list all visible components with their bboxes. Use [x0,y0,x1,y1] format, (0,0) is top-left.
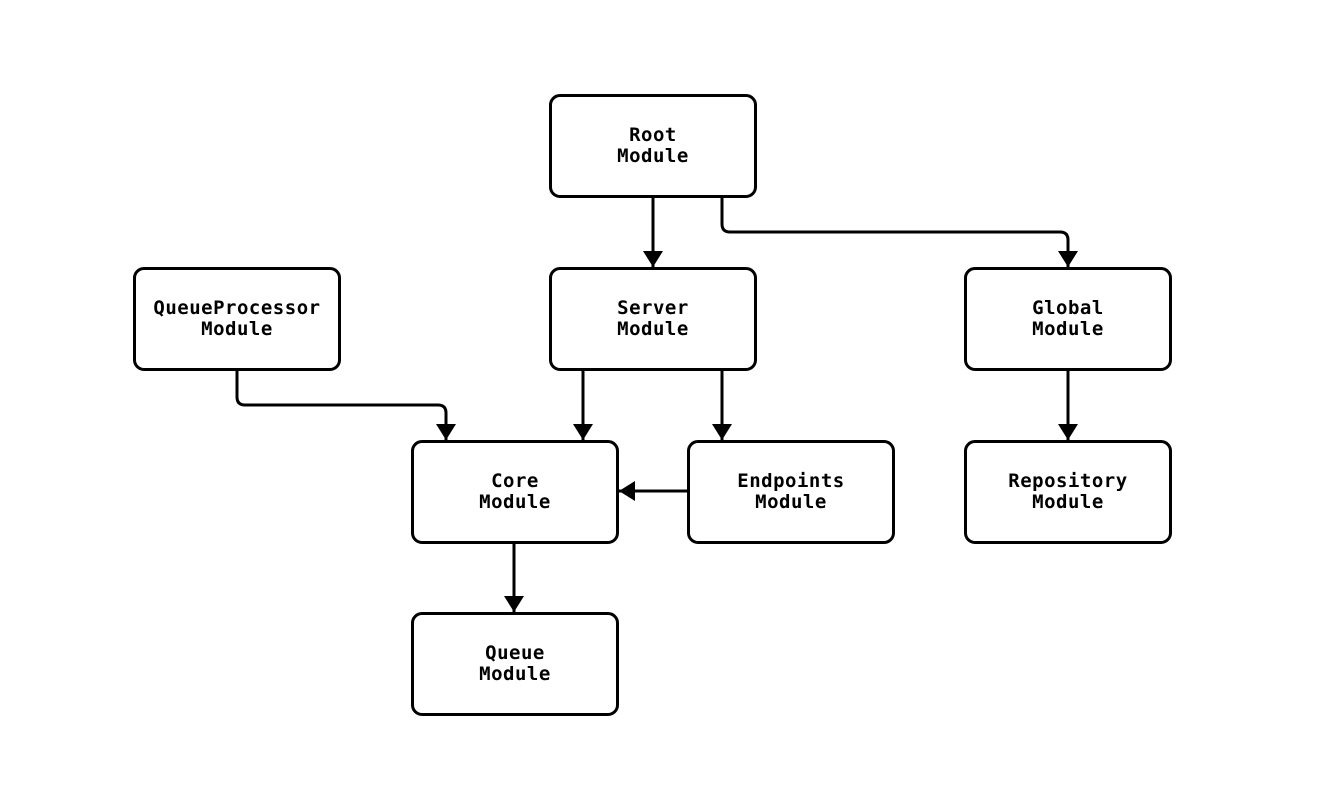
edge-root-to-server [643,197,663,267]
node-global-module-label: Global Module [1032,297,1104,340]
edge-queueprocessor-to-core [235,371,456,440]
arrowhead-queueprocessor-to-core [436,424,456,440]
node-root-module-label: Root Module [617,124,689,167]
arrowhead-endpoints-to-core [619,481,635,501]
node-core-module-label: Core Module [479,470,551,513]
node-core-module: Core Module [411,440,619,544]
node-repository-module-label: Repository Module [1008,470,1128,513]
node-endpoints-module-label: Endpoints Module [737,470,845,513]
edge-root-to-global [720,197,1078,267]
edge-server-to-endpoints [712,371,732,440]
node-repository-module: Repository Module [964,440,1172,544]
arrowhead-root-to-global [1058,251,1078,267]
node-queue-module: Queue Module [411,612,619,716]
node-queue-module-label: Queue Module [479,642,551,685]
node-server-module: Server Module [549,267,757,371]
arrowhead-root-to-server [643,251,663,267]
node-server-module-label: Server Module [617,297,689,340]
node-global-module: Global Module [964,267,1172,371]
node-queueprocessor-module: QueueProcessor Module [133,267,341,371]
arrowhead-core-to-queue [504,596,524,612]
arrowhead-global-to-repository [1058,424,1078,440]
arrowhead-server-to-core [573,424,593,440]
node-root-module: Root Module [549,94,757,198]
edge-endpoints-to-core [619,481,687,501]
node-endpoints-module: Endpoints Module [687,440,895,544]
arrowhead-server-to-endpoints [712,424,732,440]
edge-core-to-queue [504,544,524,612]
edge-server-to-core [573,371,593,440]
node-queueprocessor-module-label: QueueProcessor Module [153,297,321,340]
edge-global-to-repository [1058,371,1078,440]
